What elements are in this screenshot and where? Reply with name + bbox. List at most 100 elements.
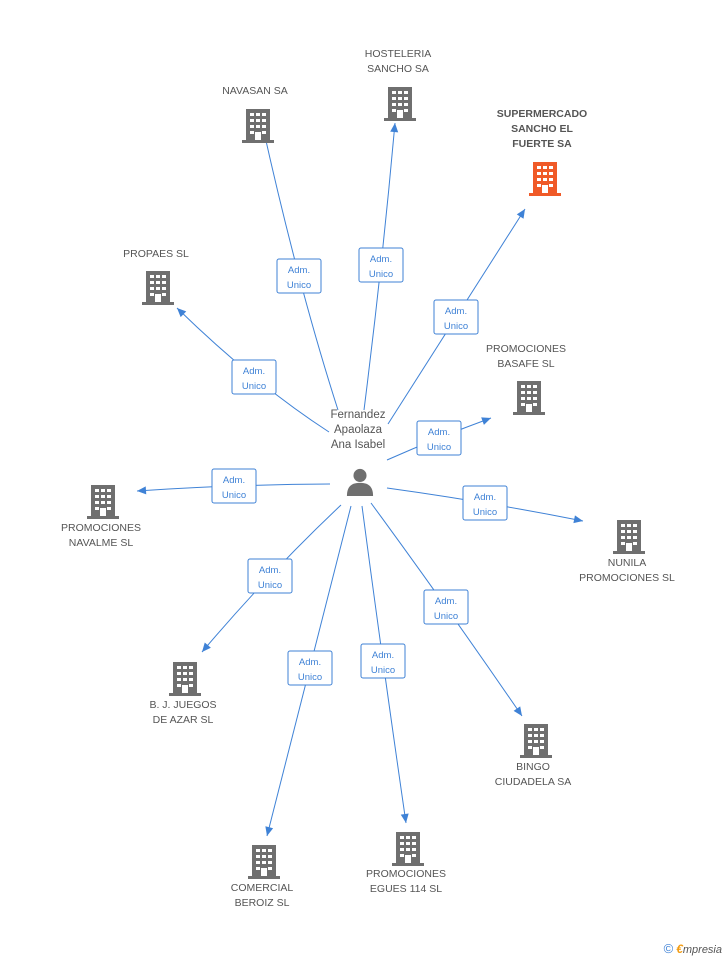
arrow-head-propaes [177, 308, 187, 318]
role-badge-box [423, 589, 469, 625]
role-badge-navasan[interactable]: Adm. Unico [276, 258, 322, 294]
role-badge-text: Unico [287, 280, 311, 291]
arrow-head-comercial [265, 826, 274, 836]
arrow-head-nunila [573, 515, 583, 524]
role-badge-hosteleria[interactable]: Adm.Unico [358, 247, 404, 283]
company-label: DE AZAR SL [153, 714, 214, 726]
copyright-icon: © [663, 941, 674, 956]
role-badge-box [433, 299, 479, 335]
company-label: PROMOCIONES [366, 868, 446, 880]
company-node-hosteleria[interactable]: HOSTELERIA SANCHO SA [365, 48, 432, 121]
company-node-propaes[interactable]: PROPAES SL [123, 248, 189, 305]
building-icon [242, 109, 274, 143]
role-badge-nunila[interactable]: Adm. Unico [462, 485, 508, 521]
role-badge-bjuegos[interactable]: Adm. Unico [247, 558, 293, 594]
company-label: PROMOCIONES [61, 522, 141, 534]
company-label: FUERTE SA [512, 138, 572, 150]
role-badge-box [231, 359, 277, 395]
role-badge-text: Unico [298, 672, 322, 683]
person-icon [346, 468, 374, 496]
building-icon [248, 845, 280, 879]
role-badge-text: Unico [444, 321, 468, 332]
arrow-head-navalme [137, 486, 147, 495]
company-label: SUPERMERCADO [497, 108, 587, 120]
company-node-egues[interactable]: PROMOCIONES EGUES 114 SL [366, 832, 446, 895]
building-icon [384, 87, 416, 121]
role-badge-text: Adm. [288, 265, 310, 276]
company-node-nunila[interactable]: NUNILA PROMOCIONES SL [579, 520, 675, 584]
role-badge-text: Unico [427, 442, 451, 453]
company-label: HOSTELERIA [365, 48, 432, 60]
role-badge-text: Adm. [428, 427, 450, 438]
role-badge-text: Adm. [299, 657, 321, 668]
company-label: PROMOCIONES SL [579, 572, 675, 584]
role-badge-box [416, 420, 462, 456]
person-name-label: Fernandez [331, 409, 386, 421]
company-label: B. J. JUEGOS [149, 699, 216, 711]
role-badge-propaes[interactable]: Adm. Unico [231, 359, 277, 395]
role-badge-text: Unico [242, 381, 266, 392]
company-label: BINGO [516, 761, 550, 773]
company-label: SANCHO SA [367, 63, 429, 75]
arrow-head-basafe [481, 417, 491, 425]
role-badge-text: Adm. [435, 596, 457, 607]
building-icon [87, 485, 119, 519]
role-badge-supermercado[interactable]: Adm. Unico [433, 299, 479, 335]
role-badge-box [211, 468, 257, 504]
building-icon [392, 832, 424, 866]
role-badge-text: Adm. [370, 254, 392, 265]
arrow-head-bjuegos [202, 642, 211, 652]
role-badge-comercial[interactable]: Adm. Unico [287, 650, 333, 686]
company-node-basafe[interactable]: PROMOCIONES BASAFE SL [486, 343, 566, 415]
company-label: CIUDADELA SA [495, 776, 571, 788]
role-badge-box [358, 247, 404, 283]
role-badge-box [462, 485, 508, 521]
role-badge-navalme[interactable]: Adm. Unico [211, 468, 257, 504]
person-name-label: Ana Isabel [331, 439, 385, 451]
brand-logo-initial: € [676, 942, 683, 956]
company-label: NUNILA [608, 557, 647, 569]
role-badge-box [360, 643, 406, 679]
role-badge-text: Adm. [372, 650, 394, 661]
company-label: BASAFE SL [497, 358, 554, 370]
role-badge-text: Unico [258, 580, 282, 591]
role-badge-basafe[interactable]: Adm. Unico [416, 420, 462, 456]
role-badge-text: Adm. [243, 366, 265, 377]
building-icon [142, 271, 174, 305]
company-label: SANCHO EL [511, 123, 573, 135]
role-badge-bingo[interactable]: Adm.Unico [423, 589, 469, 625]
company-node-bjuegos[interactable]: B. J. JUEGOS DE AZAR SL [149, 662, 217, 726]
role-badge-text: Adm. [445, 306, 467, 317]
role-badge-text: Unico [473, 507, 497, 518]
company-node-comercial[interactable]: COMERCIAL BEROIZ SL [231, 845, 294, 909]
building-icon [513, 381, 545, 415]
role-badge-text: Unico [371, 665, 395, 676]
company-label: EGUES 114 SL [370, 883, 442, 895]
company-label: PROMOCIONES [486, 343, 566, 355]
role-badge-text: Adm. [223, 475, 245, 486]
company-label: BEROIZ SL [235, 897, 290, 909]
company-node-navasan[interactable]: NAVASAN SA [222, 85, 288, 143]
building-icon [613, 520, 645, 554]
company-node-bingo[interactable]: BINGO CIUDADELA SA [495, 724, 571, 788]
role-badge-egues[interactable]: Adm. Unico [360, 643, 406, 679]
company-label: PROPAES SL [123, 248, 189, 260]
role-badge-text: Unico [222, 490, 246, 501]
building-icon [169, 662, 201, 696]
role-badge-box [276, 258, 322, 294]
arrow-head-bingo [513, 706, 522, 716]
arrow-head-egues [400, 813, 409, 823]
role-badge-text: Adm. [259, 565, 281, 576]
footer-brand: ©€mpresia [664, 941, 722, 956]
role-badge-box [287, 650, 333, 686]
company-node-supermercado[interactable]: SUPERMERCADO SANCHO EL FUERTE SA [497, 108, 587, 196]
building-icon [529, 162, 561, 196]
company-label: COMERCIAL [231, 882, 294, 894]
building-icon [520, 724, 552, 758]
role-badge-text: Adm. [474, 492, 496, 503]
company-label: NAVASAN SA [222, 85, 288, 97]
person-name-label: Apaolaza [334, 424, 383, 436]
